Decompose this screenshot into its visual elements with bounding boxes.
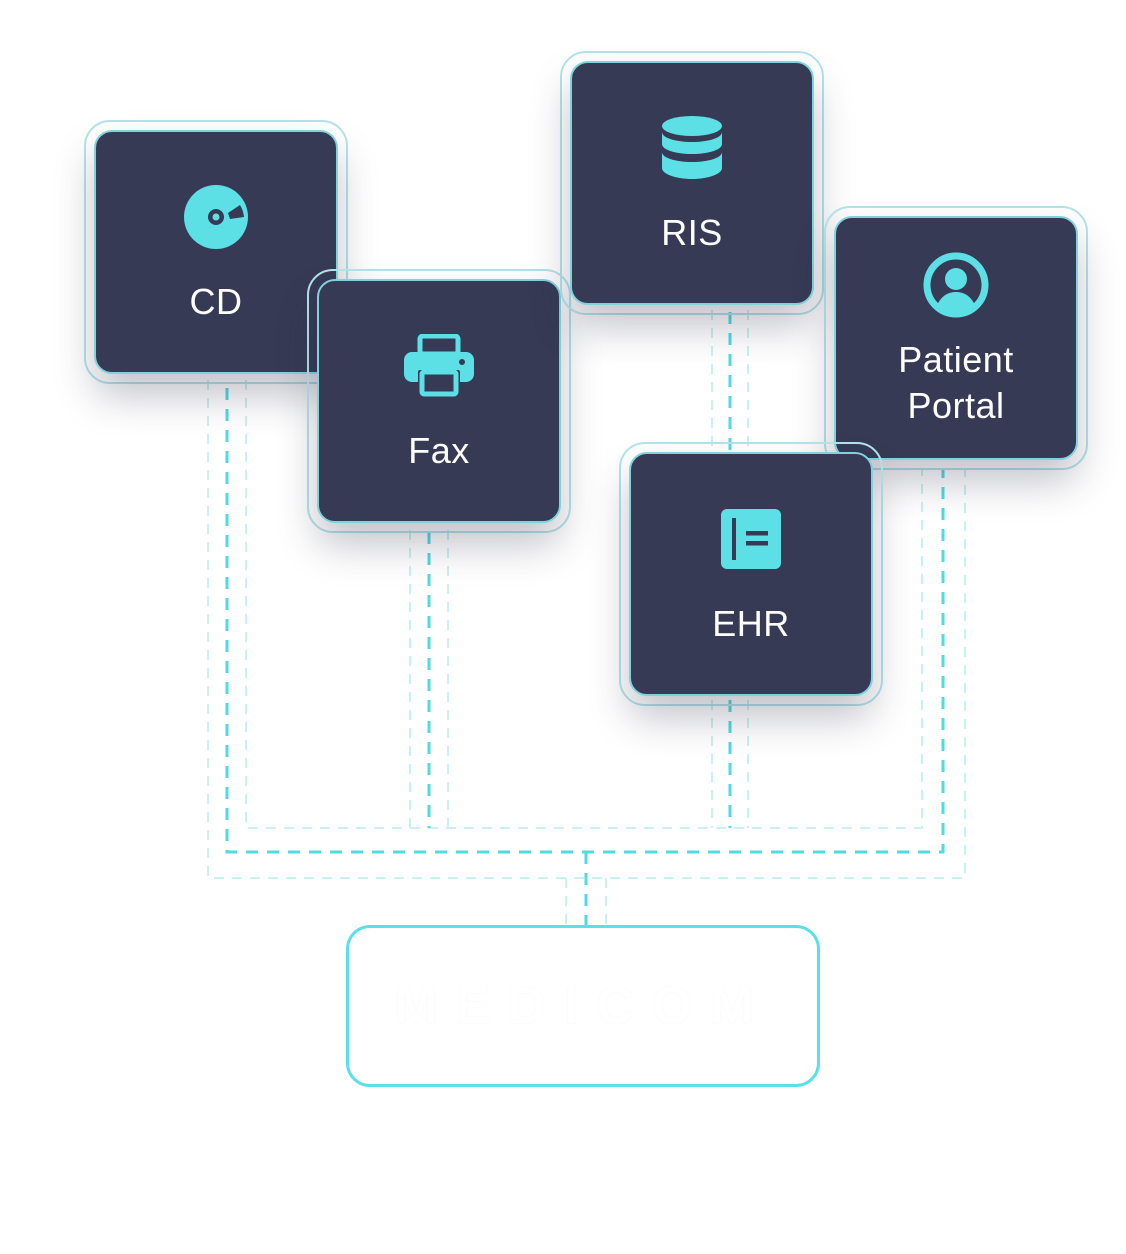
- printer-icon: [401, 328, 477, 404]
- faint-guides: [207, 310, 966, 925]
- card-body: CD: [94, 130, 338, 374]
- card-body: Fax: [317, 279, 561, 523]
- source-card-cd[interactable]: CD: [84, 120, 348, 384]
- card-body: RIS: [570, 61, 814, 305]
- database-icon: [654, 110, 730, 186]
- source-label: Patient Portal: [898, 339, 1014, 426]
- disc-icon: [178, 179, 254, 255]
- destination-box: MEDICOM: [346, 925, 820, 1087]
- source-label: CD: [189, 281, 243, 322]
- source-label: RIS: [661, 212, 723, 253]
- source-label: EHR: [712, 603, 790, 644]
- source-card-ris[interactable]: RIS: [560, 51, 824, 315]
- source-label: Fax: [408, 430, 470, 471]
- main-connectors: [225, 312, 945, 925]
- record-book-icon: [713, 501, 789, 577]
- card-body: EHR: [629, 452, 873, 696]
- source-card-fax[interactable]: Fax: [307, 269, 571, 533]
- medicom-logo: MEDICOM: [394, 977, 772, 1035]
- user-circle-icon: [918, 247, 994, 323]
- card-body: Patient Portal: [834, 216, 1078, 460]
- source-card-ehr[interactable]: EHR: [619, 442, 883, 706]
- source-card-patient-portal[interactable]: Patient Portal: [824, 206, 1088, 470]
